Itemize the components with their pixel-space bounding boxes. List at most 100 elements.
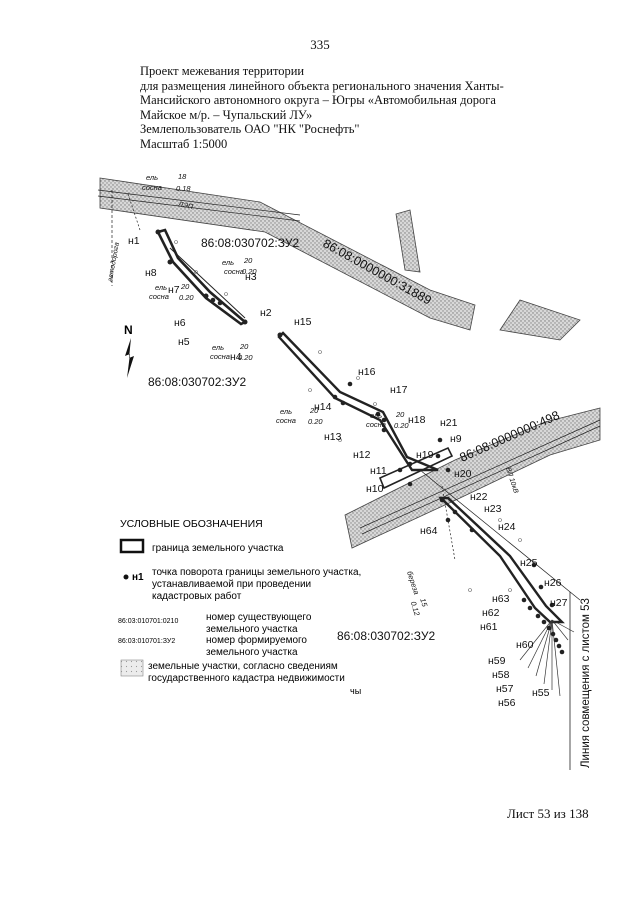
point-label: н1 xyxy=(128,235,140,247)
point-n63 xyxy=(521,597,527,603)
point-label: н6 xyxy=(174,317,186,329)
legend-existing-line: земельного участка xyxy=(206,624,298,635)
point-label: н2 xyxy=(260,307,272,319)
point-label: н56 xyxy=(498,697,516,709)
point-n10 xyxy=(407,481,413,487)
formed-parcel-middle-strip xyxy=(378,446,454,490)
match-line-label: Линия совмещения с листом 53 xyxy=(580,598,592,768)
point-n21 xyxy=(437,437,443,443)
point-label: н21 xyxy=(440,417,458,429)
tree-note-species-a: ель xyxy=(155,283,167,292)
north-arrow: N xyxy=(124,323,134,378)
point-label: н61 xyxy=(480,621,498,633)
point-label: н11 xyxy=(370,465,387,477)
page-number: 335 xyxy=(310,37,330,52)
boundary-points xyxy=(155,229,565,655)
point-label: н5 xyxy=(178,336,190,348)
point-label: н13 xyxy=(324,431,342,443)
point-n59 xyxy=(546,625,552,631)
tree-note-count: 20 xyxy=(309,406,319,415)
legend-point-symbol xyxy=(123,574,129,580)
point-n55 xyxy=(559,649,565,655)
point-n24 xyxy=(469,527,475,533)
sheet-footer: Лист 53 из 138 xyxy=(507,806,589,821)
point-n9 xyxy=(435,453,441,459)
legend-title: УСЛОВНЫЕ ОБОЗНАЧЕНИЯ xyxy=(120,518,263,530)
tree-note-species-a: ель xyxy=(280,407,292,416)
point-n26 xyxy=(538,584,544,590)
tree-note-count: 20 xyxy=(239,342,249,351)
existing-parcel-bulge xyxy=(395,209,421,273)
point-n64 xyxy=(445,517,451,523)
point-n22 xyxy=(439,497,445,503)
point-n11 xyxy=(397,467,403,473)
legend-cadastre-symbol xyxy=(120,659,144,677)
tree-note-count: 20 xyxy=(395,410,405,419)
tree-note-count: 18 xyxy=(178,172,187,181)
tree-note-diameter: 0.20 xyxy=(242,267,257,276)
parcel-label-zu2-a: 86:08:030702:ЗУ2 xyxy=(201,236,299,250)
point-label: н55 xyxy=(532,687,550,699)
tree-note-species-b: сосна xyxy=(366,420,386,429)
point-n61 xyxy=(535,613,541,619)
legend-point-line: кадастровых работ xyxy=(152,590,242,602)
point-n19 xyxy=(407,461,413,467)
point-label: н63 xyxy=(492,593,510,605)
point-label: н16 xyxy=(358,366,376,378)
header-line: Землепользователь ОАО "НК "Роснефть" xyxy=(140,122,360,137)
tree-note-species-b: сосна xyxy=(276,416,296,425)
legend-boundary-symbol xyxy=(119,538,145,554)
point-label: н27 xyxy=(550,597,568,609)
vegetation-symbols xyxy=(174,240,522,592)
legend-cadastre-line: государственного кадастра недвижимости xyxy=(148,673,345,684)
point-n18 xyxy=(381,417,387,423)
header-line: Масштаб 1:5000 xyxy=(140,136,228,151)
point-n15 xyxy=(277,332,283,338)
formed-parcel-upper-side xyxy=(169,247,246,319)
point-label: н23 xyxy=(484,503,502,515)
point-label: н64 xyxy=(420,525,438,537)
legend-formed-code: 86:03:010701:ЗУ2 xyxy=(118,638,175,645)
header-line: Мансийского автономного округа – Югры «А… xyxy=(140,93,496,108)
tree-note-species-a: ель xyxy=(370,411,382,420)
point-label: н7 xyxy=(168,284,180,296)
north-arrow-icon xyxy=(125,338,134,378)
legend-existing-line: номер существующего xyxy=(206,612,312,623)
point-label: н18 xyxy=(408,414,426,426)
existing-parcel-31889 xyxy=(99,177,476,331)
point-n12 xyxy=(381,427,387,433)
tree-note-diameter: 0.20 xyxy=(238,353,253,362)
tree-note-diameter: 0.20 xyxy=(179,293,194,302)
formed-parcel-lower xyxy=(438,496,565,624)
point-label: н57 xyxy=(496,683,514,695)
tree-note-species-a: береза xyxy=(405,570,421,596)
point-labels: н1 н2 н3 н4 н5 н6 н7 н8 н9 н10 н11 н12 н… xyxy=(128,235,568,709)
point-label: н62 xyxy=(482,607,500,619)
legend-existing-code: 86:03:010701:0210 xyxy=(118,618,178,625)
point-label: н24 xyxy=(498,521,516,533)
point-n20 xyxy=(445,467,451,473)
point-n1 xyxy=(155,229,161,235)
legend: УСЛОВНЫЕ ОБОЗНАЧЕНИЯ граница земельного … xyxy=(118,518,361,696)
tree-note-diameter: 0.20 xyxy=(308,417,323,426)
point-n27 xyxy=(549,602,555,608)
point-label: н25 xyxy=(520,557,538,569)
legend-boundary-text: граница земельного участка xyxy=(152,543,284,554)
point-label: н22 xyxy=(470,491,488,503)
road-lines xyxy=(97,189,601,601)
point-label: н26 xyxy=(544,577,562,589)
legend-fragment-text: чы xyxy=(350,686,361,696)
point-n14 xyxy=(332,394,338,400)
tree-note-count: 15 xyxy=(418,597,429,609)
sheet-header: Проект межевания территории для размещен… xyxy=(140,64,560,152)
point-n23 xyxy=(452,509,458,515)
point-n13 xyxy=(340,400,346,406)
point-label: н3 xyxy=(245,271,257,283)
point-label: н14 xyxy=(314,401,332,413)
road-label: автодорога xyxy=(106,242,121,283)
tree-note: ель сосна 20 0.20 xyxy=(366,410,409,430)
tree-note-diameter: 0.20 xyxy=(394,421,409,430)
point-label: н60 xyxy=(516,639,534,651)
point-n62 xyxy=(527,605,533,611)
